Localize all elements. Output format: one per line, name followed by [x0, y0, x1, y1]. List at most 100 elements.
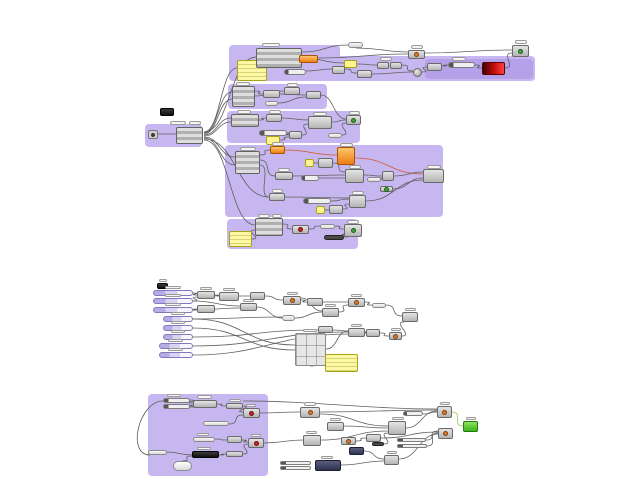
- component-node[interactable]: [389, 332, 402, 340]
- component-node[interactable]: [512, 45, 529, 57]
- capsule-param[interactable]: [328, 133, 342, 138]
- capsule-param[interactable]: [265, 101, 278, 106]
- number-slider[interactable]: [280, 466, 311, 470]
- component-node[interactable]: [263, 90, 280, 98]
- panel-node[interactable]: [344, 60, 357, 68]
- panel-node[interactable]: [325, 354, 358, 372]
- component-node[interactable]: [176, 127, 203, 144]
- component-node[interactable]: [318, 326, 333, 333]
- warning-component[interactable]: [299, 55, 318, 63]
- number-slider[interactable]: [303, 198, 331, 204]
- component-node[interactable]: [193, 400, 217, 408]
- component-node[interactable]: [303, 435, 321, 446]
- component-node[interactable]: [219, 292, 239, 301]
- selected-component[interactable]: [463, 421, 478, 432]
- component-node[interactable]: [322, 308, 339, 317]
- number-slider[interactable]: [159, 352, 193, 358]
- number-slider[interactable]: [448, 62, 475, 68]
- capsule-param-dark[interactable]: [324, 235, 344, 240]
- component-node[interactable]: [256, 48, 302, 68]
- dark-node[interactable]: [192, 451, 219, 458]
- component-node[interactable]: [235, 151, 260, 174]
- component-node[interactable]: [332, 66, 345, 74]
- warning-component[interactable]: [337, 147, 355, 165]
- component-node[interactable]: [284, 87, 300, 95]
- component-node[interactable]: [240, 303, 257, 311]
- number-slider[interactable]: [163, 398, 190, 403]
- graph-mapper-node[interactable]: [295, 333, 326, 366]
- capsule-param[interactable]: [193, 437, 215, 442]
- component-node[interactable]: [226, 451, 243, 457]
- capsule-param[interactable]: [367, 177, 381, 182]
- capsule-param[interactable]: [348, 42, 363, 48]
- panel-node[interactable]: [229, 231, 252, 247]
- component-node[interactable]: [318, 158, 333, 168]
- component-node[interactable]: [348, 328, 365, 337]
- component-node[interactable]: [437, 406, 452, 418]
- component-node[interactable]: [255, 218, 283, 236]
- number-slider[interactable]: [280, 461, 311, 465]
- component-node[interactable]: [292, 225, 309, 234]
- component-node[interactable]: [248, 438, 264, 448]
- component-node[interactable]: [366, 329, 380, 337]
- component-node[interactable]: [402, 312, 418, 322]
- component-node[interactable]: [380, 186, 393, 192]
- component-node[interactable]: [329, 205, 343, 214]
- capsule-param[interactable]: [203, 421, 229, 426]
- gradient-node[interactable]: [482, 62, 505, 75]
- component-node[interactable]: [300, 407, 320, 418]
- dark-node[interactable]: [349, 447, 364, 455]
- component-node[interactable]: [345, 169, 364, 183]
- component-node[interactable]: [231, 114, 259, 127]
- component-node[interactable]: [427, 63, 442, 71]
- capsule-param[interactable]: [148, 450, 167, 455]
- number-slider[interactable]: [284, 69, 306, 75]
- component-node[interactable]: [377, 62, 389, 69]
- warning-component[interactable]: [270, 146, 285, 154]
- component-node[interactable]: [348, 298, 365, 307]
- dark-node[interactable]: [160, 108, 174, 116]
- number-slider[interactable]: [301, 175, 319, 181]
- capsule-param[interactable]: [282, 315, 295, 321]
- component-node[interactable]: [408, 50, 425, 59]
- component-node[interactable]: [357, 70, 372, 78]
- number-slider[interactable]: [403, 411, 423, 416]
- component-node[interactable]: [197, 291, 215, 299]
- component-node[interactable]: [341, 437, 356, 445]
- component-node[interactable]: [390, 62, 402, 69]
- component-node[interactable]: [283, 296, 301, 305]
- component-node[interactable]: [346, 115, 361, 125]
- component-node[interactable]: [327, 422, 344, 431]
- panel-node[interactable]: [316, 206, 325, 214]
- number-slider[interactable]: [397, 444, 427, 448]
- component-node[interactable]: [227, 436, 242, 443]
- component-node[interactable]: [384, 455, 399, 465]
- component-node[interactable]: [269, 193, 285, 201]
- param-node[interactable]: [148, 130, 158, 139]
- component-node[interactable]: [197, 305, 215, 313]
- component-node[interactable]: [423, 169, 444, 183]
- capsule-param-dark[interactable]: [372, 442, 384, 446]
- capsule-param[interactable]: [372, 303, 386, 308]
- dark-node[interactable]: [315, 460, 341, 471]
- component-node[interactable]: [232, 86, 255, 107]
- container-node[interactable]: [173, 461, 192, 471]
- component-node[interactable]: [289, 131, 302, 139]
- component-node[interactable]: [349, 195, 366, 208]
- component-node[interactable]: [266, 114, 282, 122]
- component-node[interactable]: [306, 91, 321, 99]
- component-node[interactable]: [344, 224, 362, 237]
- component-node[interactable]: [250, 292, 265, 300]
- round-node[interactable]: [413, 68, 422, 77]
- panel-node[interactable]: [305, 159, 314, 167]
- component-node[interactable]: [243, 408, 260, 418]
- component-node[interactable]: [275, 172, 293, 180]
- component-node[interactable]: [366, 434, 381, 442]
- component-node[interactable]: [382, 171, 394, 181]
- component-node[interactable]: [388, 421, 406, 435]
- component-node[interactable]: [226, 403, 243, 409]
- number-slider[interactable]: [397, 438, 426, 442]
- component-node[interactable]: [307, 298, 323, 306]
- number-slider[interactable]: [259, 130, 287, 136]
